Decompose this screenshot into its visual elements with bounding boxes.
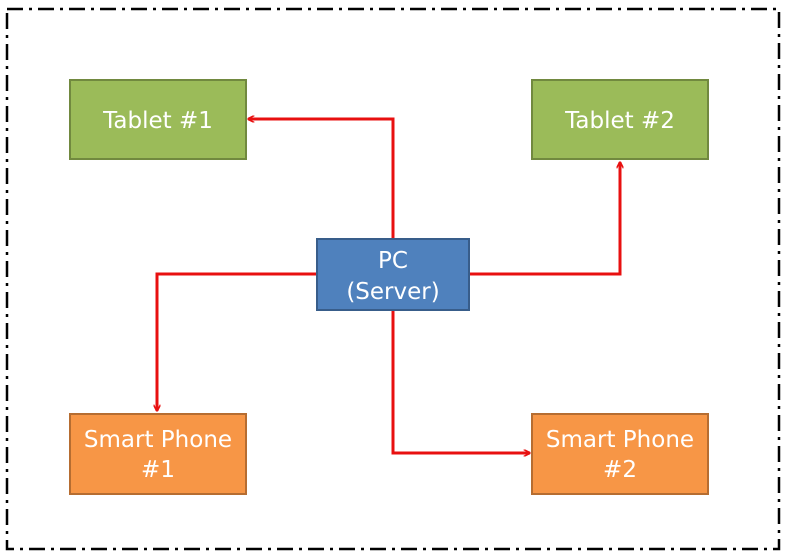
tablet2-box (531, 79, 709, 160)
connector-server-to-tablet1 (248, 119, 395, 239)
server-label-line2: (Server) (346, 279, 439, 305)
connector-server-to-tablet2 (469, 162, 620, 276)
connector-server-to-phone2 (391, 310, 530, 453)
server-label-line1: PC (378, 248, 408, 274)
phone1-box (69, 413, 247, 495)
phone2-label-line1: Smart Phone (546, 427, 694, 453)
node-phone2: Smart Phone #2 (531, 413, 709, 495)
tablet1-label: Tablet #1 (102, 108, 213, 134)
node-phone1: Smart Phone #1 (69, 413, 247, 495)
phone1-label-line1: Smart Phone (84, 427, 232, 453)
tablet1-box (69, 79, 247, 160)
phone1-label-line2: #1 (141, 457, 175, 483)
node-server: PC (Server) (316, 238, 470, 311)
connector-server-to-phone1 (157, 272, 317, 411)
server-box (316, 238, 470, 311)
tablet2-label: Tablet #2 (564, 108, 675, 134)
node-tablet1: Tablet #1 (69, 79, 247, 160)
node-tablet2: Tablet #2 (531, 79, 709, 160)
phone2-label-line2: #2 (603, 457, 637, 483)
phone2-box (531, 413, 709, 495)
boundary-frame (5, 7, 781, 551)
